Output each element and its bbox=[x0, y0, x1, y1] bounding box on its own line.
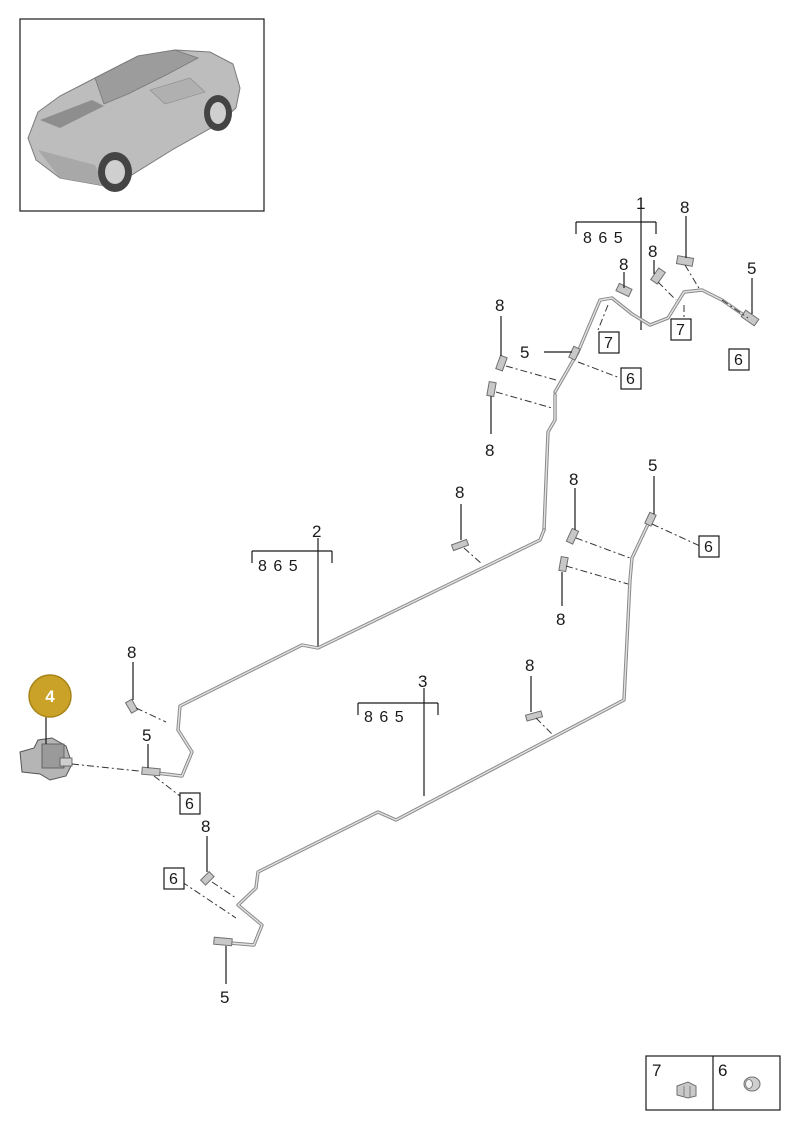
clip-8 bbox=[124, 698, 139, 714]
brake-line-1 bbox=[542, 288, 750, 532]
clip-8 bbox=[199, 870, 215, 886]
callout-4: 4 bbox=[45, 687, 55, 706]
brake-line-3 bbox=[216, 518, 652, 947]
callout-7: 7 bbox=[604, 335, 613, 352]
callout-boxes: 7 7 6 6 6 6 6 bbox=[163, 318, 750, 890]
valve-unit bbox=[19, 712, 73, 781]
callout-6: 6 bbox=[185, 796, 194, 813]
fitting-ends bbox=[141, 309, 760, 947]
callout-6: 6 bbox=[734, 352, 743, 369]
callout-5: 5 bbox=[747, 259, 756, 278]
fitting-5 bbox=[568, 345, 581, 361]
clip-8 bbox=[524, 710, 544, 722]
clip-8 bbox=[450, 538, 470, 552]
clip-8 bbox=[565, 527, 580, 545]
callout-6: 6 bbox=[626, 371, 635, 388]
callout-group-865: 8 6 5 bbox=[258, 558, 299, 575]
callout-8: 8 bbox=[556, 610, 565, 629]
callout-1: 1 bbox=[636, 194, 645, 213]
parts-legend: 7 6 bbox=[645, 1055, 781, 1111]
callout-2: 2 bbox=[312, 522, 321, 541]
callout-5: 5 bbox=[520, 343, 529, 362]
callout-8: 8 bbox=[455, 483, 464, 502]
callout-5: 5 bbox=[648, 456, 657, 475]
callout-8: 8 bbox=[525, 656, 534, 675]
callout-8: 8 bbox=[619, 255, 628, 274]
callout-5: 5 bbox=[142, 726, 151, 745]
clip-icon bbox=[676, 1081, 697, 1099]
callout-8: 8 bbox=[127, 643, 136, 662]
callout-3: 3 bbox=[418, 672, 427, 691]
callout-8: 8 bbox=[495, 296, 504, 315]
clip-8 bbox=[495, 354, 508, 372]
clip-fittings bbox=[124, 255, 695, 886]
brake-line-2 bbox=[146, 528, 546, 778]
clip-8 bbox=[650, 267, 666, 285]
fitting-5 bbox=[644, 511, 657, 527]
callout-group-865: 8 6 5 bbox=[364, 709, 405, 726]
callout-4-badge bbox=[28, 674, 72, 718]
vehicle-thumbnail bbox=[19, 18, 265, 212]
collar-icon bbox=[743, 1076, 761, 1092]
callout-5: 5 bbox=[220, 988, 229, 1007]
legend-item-number: 6 bbox=[718, 1061, 727, 1080]
callout-6: 6 bbox=[704, 539, 713, 556]
car-icon bbox=[27, 49, 241, 192]
callout-8: 8 bbox=[680, 198, 689, 217]
callout-8: 8 bbox=[648, 242, 657, 261]
callout-group-3: 3 8 6 5 bbox=[357, 672, 439, 796]
callout-group-865: 8 6 5 bbox=[583, 230, 624, 247]
callout-6: 6 bbox=[169, 871, 178, 888]
callout-group-1: 1 8 6 5 bbox=[575, 194, 657, 330]
legend-item-number: 7 bbox=[652, 1061, 661, 1080]
fitting-5 bbox=[740, 309, 760, 327]
callout-leaders bbox=[132, 216, 753, 984]
callout-8: 8 bbox=[485, 441, 494, 460]
callout-7: 7 bbox=[676, 322, 685, 339]
leader-lines bbox=[135, 264, 749, 919]
callout-group-2: 2 8 6 5 bbox=[251, 522, 333, 648]
fitting-5 bbox=[213, 936, 233, 947]
clip-8 bbox=[615, 282, 633, 298]
callout-8: 8 bbox=[201, 817, 210, 836]
clip-8 bbox=[675, 255, 695, 267]
clip-8 bbox=[486, 381, 497, 398]
clip-8 bbox=[558, 556, 569, 573]
fitting-5 bbox=[141, 766, 161, 777]
callout-8: 8 bbox=[569, 470, 578, 489]
